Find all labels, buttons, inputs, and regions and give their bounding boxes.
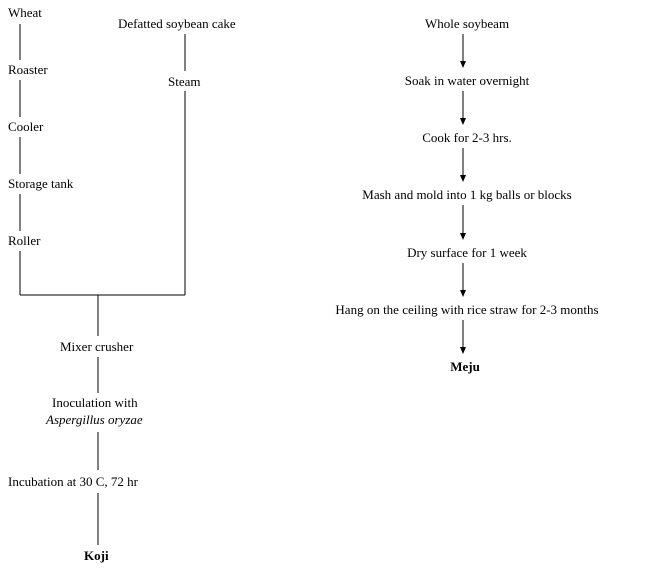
arrow-soybean-soak <box>460 34 466 68</box>
node-inoculation-species: Aspergillus oryzae <box>46 412 143 427</box>
node-cook: Cook for 2-3 hrs. <box>422 130 512 145</box>
node-hang: Hang on the ceiling with rice straw for … <box>335 302 599 317</box>
node-koji-product: Koji <box>84 548 109 563</box>
arrow-soak-cook <box>460 91 466 125</box>
node-meju-product: Meju <box>450 359 480 374</box>
node-mash: Mash and mold into 1 kg balls or blocks <box>362 187 572 202</box>
node-inoculation-text: Inoculation with <box>52 395 138 410</box>
node-defatted-cake: Defatted soybean cake <box>118 16 236 31</box>
node-soak: Soak in water overnight <box>404 73 530 88</box>
arrow-cook-mash <box>460 148 466 182</box>
node-roller: Roller <box>8 233 41 248</box>
node-cooler: Cooler <box>8 119 44 134</box>
node-mixer-crusher: Mixer crusher <box>60 339 134 354</box>
node-whole-soybean: Whole soybeam <box>424 16 510 31</box>
node-steam: Steam <box>168 74 201 89</box>
node-incubation: Incubation at 30 C, 72 hr <box>8 474 138 489</box>
node-storage-tank: Storage tank <box>8 176 74 191</box>
arrow-dry-hang <box>460 263 466 297</box>
arrow-hang-meju <box>460 320 466 354</box>
node-dry: Dry surface for 1 week <box>407 245 527 260</box>
node-wheat: Wheat <box>8 5 42 20</box>
node-roaster: Roaster <box>8 62 48 77</box>
arrow-mash-dry <box>460 205 466 240</box>
